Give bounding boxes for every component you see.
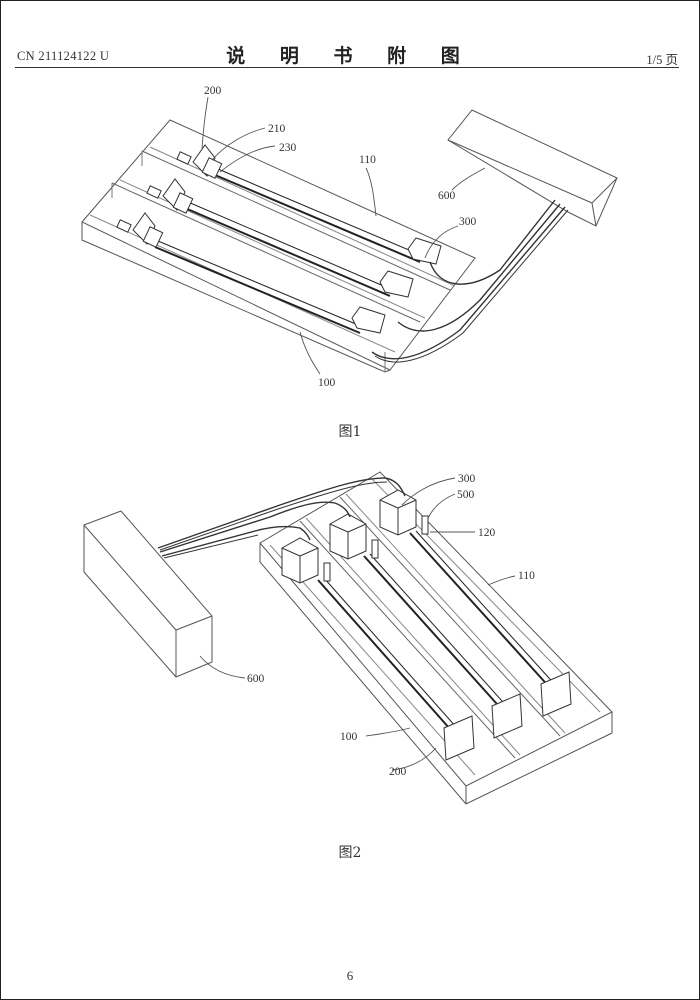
fig2-label-300: 300 <box>458 473 476 485</box>
fig2-label-100: 100 <box>340 731 358 743</box>
fig1-label-230: 230 <box>279 142 297 154</box>
fig2-rails <box>317 530 559 739</box>
figure-2-caption: 图2 <box>338 845 362 861</box>
fig1-label-110: 110 <box>359 154 376 166</box>
fig2-label-600: 600 <box>247 673 265 685</box>
fig1-label-100: 100 <box>318 377 336 389</box>
fig2-plates-200 <box>443 671 572 761</box>
page-indicator: 1/5 页 <box>646 53 678 67</box>
document-title: 说 明 书 附 图 <box>226 45 474 67</box>
fig1-cables <box>371 199 569 363</box>
fig2-labels: 300 500 120 110 600 100 200 <box>247 473 535 778</box>
fig1-sliders <box>116 144 223 248</box>
fig1-motors-300 <box>351 237 442 334</box>
page-number: 6 <box>346 968 354 983</box>
fig2-label-200: 200 <box>389 766 407 778</box>
fig1-label-210: 210 <box>268 123 286 135</box>
fig2-label-110: 110 <box>518 570 535 582</box>
figure-1-caption: 图1 <box>338 424 362 440</box>
fig2-leaders <box>199 477 516 771</box>
fig2-tray-100 <box>259 471 613 805</box>
fig1-leaders <box>201 96 486 375</box>
fig1-rails <box>154 168 424 334</box>
fig1-label-600: 600 <box>438 190 456 202</box>
fig1-labels: 200 210 230 110 600 300 100 <box>204 85 477 389</box>
fig2-cables <box>157 477 406 559</box>
header-rule <box>15 67 679 68</box>
fig2-label-120: 120 <box>478 527 496 539</box>
patent-number: CN 211124122 U <box>17 49 110 63</box>
fig1-label-200: 200 <box>204 85 222 97</box>
fig1-label-300: 300 <box>459 216 477 228</box>
fig2-box-600 <box>83 510 213 678</box>
fig2-label-500: 500 <box>457 489 475 501</box>
fig2-motors-300 <box>281 489 429 584</box>
fig1-box-600 <box>447 109 618 227</box>
